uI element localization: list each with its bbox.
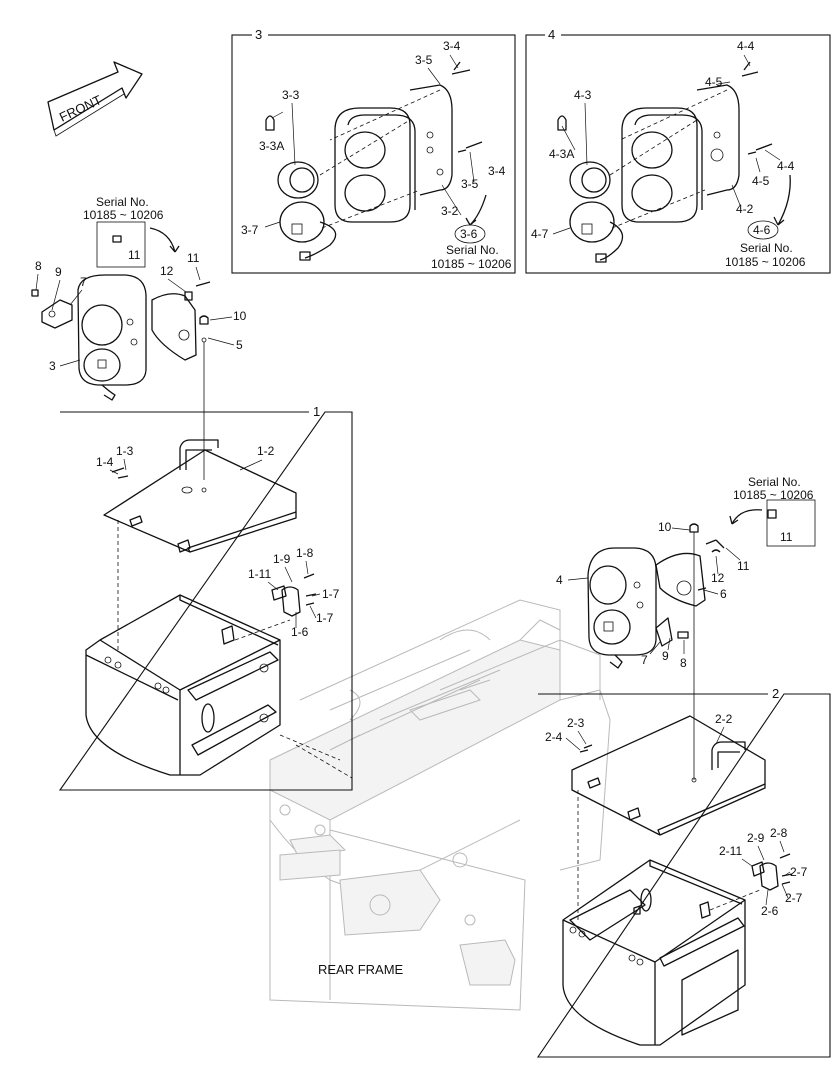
right-serial-title: Serial No. [748,475,801,489]
callout-3-7: 3-7 [241,223,259,237]
callout-4-3A: 4-3A [549,147,574,161]
callout-2-4: 2-4 [545,730,563,744]
callout-4-2: 4-2 [736,202,754,216]
callout-2-7a: 2-7 [790,865,808,879]
callout-2-9: 2-9 [747,831,765,845]
front-label: FRONT [57,92,104,125]
callout-4-6-circle [747,220,779,240]
serial-box-right [766,499,816,547]
frame-2 [536,693,831,1058]
callout-1-11: 1-11 [248,567,271,581]
frame-2-number: 2 [772,686,779,701]
callout-3-6-circle [454,224,486,244]
right-lamp-group [587,499,816,780]
frame-3 [231,34,516,274]
callout-2-11: 2-11 [719,844,742,858]
callout-left-7: 7 [80,275,87,289]
toolbox-2 [562,715,793,1046]
callout-left-5: 5 [236,338,243,352]
callout-right-9: 9 [662,649,669,663]
callout-1-2: 1-2 [257,444,275,458]
callout-1-7b: 1-7 [316,611,334,625]
callout-left-3: 3 [49,359,56,373]
callout-4-4b: 4-4 [777,159,795,173]
callout-3-4a: 3-4 [443,39,461,53]
frame-3-serial-range: 10185 ~ 10206 [431,257,512,271]
callout-1-9: 1-9 [273,552,291,566]
callout-right-12: 12 [711,571,725,585]
callout-right-4: 4 [556,573,563,587]
callout-2-8: 2-8 [770,826,788,840]
callout-3-2: 3-2 [441,204,459,218]
callout-3-5b: 3-5 [461,177,479,191]
callout-4-6: 4-6 [753,223,771,237]
callout-2-7b: 2-7 [785,891,803,905]
callout-left-9: 9 [55,265,62,279]
callout-1-4: 1-4 [96,455,114,469]
callout-4-5b: 4-5 [752,174,770,188]
frame-3-serial-title: Serial No. [446,243,499,257]
callout-left-8: 8 [35,259,42,273]
toolbox-1 [85,439,353,779]
frame-4 [525,34,831,274]
callout-3-6: 3-6 [460,227,478,241]
callout-3-4b: 3-4 [488,164,506,178]
callout-4-5a: 4-5 [705,75,723,89]
callout-1-6: 1-6 [291,625,309,639]
callout-right-7: 7 [641,653,648,667]
callout-1-8: 1-8 [296,546,314,560]
callout-3-3: 3-3 [282,88,300,102]
callout-2-3: 2-3 [567,716,585,730]
callout-left-11: 11 [187,251,200,265]
frame-4-number: 4 [548,27,555,42]
callout-left-12: 12 [160,264,174,278]
callout-right-11-box: 11 [780,530,793,544]
left-serial-range: 10185 ~ 10206 [83,208,164,222]
frame-1 [58,411,353,791]
callout-right-8: 8 [680,656,687,670]
callout-4-4a: 4-4 [737,39,755,53]
left-lamp-group [31,221,211,480]
lamp-assembly-3 [265,61,487,261]
callout-2-2: 2-2 [715,712,733,726]
callout-left-10: 10 [233,309,247,323]
front-arrow [47,61,143,137]
frame-4-serial-title: Serial No. [740,241,793,255]
rear-frame-drawing [269,599,611,1011]
frame-1-number: 1 [313,404,320,419]
frame-3-number: 3 [255,27,262,42]
callout-4-7: 4-7 [531,227,549,241]
right-serial-range: 10185 ~ 10206 [733,488,814,502]
callout-3-5a: 3-5 [415,53,433,67]
callout-4-3: 4-3 [574,88,592,102]
callout-1-3: 1-3 [116,444,134,458]
rear-frame-label: REAR FRAME [318,962,404,977]
lamp-assembly-4 [557,61,791,263]
callout-1-7a: 1-7 [322,587,340,601]
callout-left-11-box: 11 [128,248,141,262]
callout-3-3A: 3-3A [259,139,284,153]
callout-2-6: 2-6 [761,904,779,918]
callout-right-11: 11 [737,559,750,573]
callout-right-6: 6 [720,587,727,601]
frame-4-serial-range: 10185 ~ 10206 [725,255,806,269]
left-serial-title: Serial No. [96,195,149,209]
callout-right-10: 10 [658,520,672,534]
serial-box-left [96,221,146,268]
